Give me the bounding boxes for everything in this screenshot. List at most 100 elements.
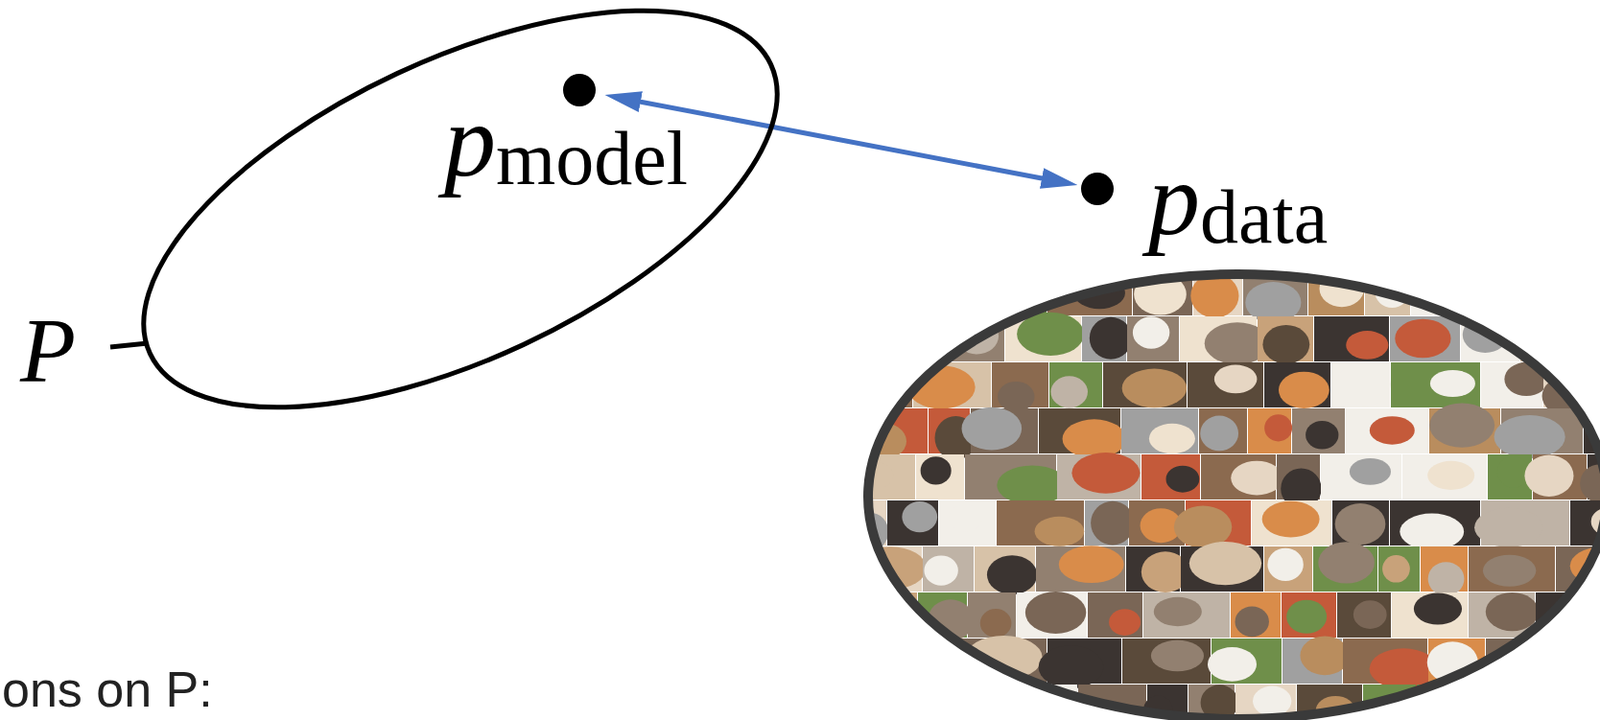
- photo-tile: [1230, 592, 1281, 638]
- photo-background: [1199, 408, 1248, 454]
- ellipse-shape: [87, 0, 835, 490]
- cat-shape: [1286, 600, 1327, 635]
- cat-shape: [1200, 416, 1239, 452]
- photo-tile: [1122, 638, 1211, 684]
- photo-tile: [1126, 546, 1190, 593]
- photo-tile: [1103, 362, 1187, 408]
- photo-tile: [1337, 592, 1391, 638]
- photo-background: [920, 684, 995, 720]
- cat-shape: [1335, 503, 1387, 545]
- cat-shape: [1428, 562, 1465, 596]
- cat-shape: [1108, 609, 1141, 636]
- photo-background: [1049, 362, 1103, 408]
- photo-background: [1542, 684, 1587, 720]
- cat-shape: [1369, 416, 1415, 446]
- photo-background: [900, 638, 959, 684]
- cat-shape: [1035, 517, 1085, 547]
- photo-tile: [1542, 684, 1590, 720]
- photo-tile: [842, 316, 908, 369]
- photo-tile: [1313, 541, 1378, 592]
- cat-shape: [1252, 686, 1292, 718]
- photo-background: [1187, 362, 1264, 408]
- photo-background: [1520, 316, 1600, 362]
- photo-tile: [996, 500, 1084, 547]
- photo-tile: [1084, 500, 1135, 546]
- photo-tile: [1199, 408, 1248, 454]
- point-label: pdata: [1148, 141, 1328, 275]
- photo-tile: [1049, 362, 1103, 408]
- cat-shape: [912, 645, 955, 681]
- photo-tile: [1342, 638, 1438, 690]
- photo-background: [1587, 684, 1600, 720]
- photo-tile: [1179, 316, 1271, 365]
- distribution-point: pmodel: [563, 73, 596, 107]
- photo-tile: [1473, 270, 1521, 316]
- photo-tile: [1331, 362, 1391, 408]
- photo-background: [852, 270, 909, 316]
- photo-tile: [1200, 454, 1283, 500]
- photo-background: [1035, 546, 1126, 592]
- cat-shape: [1190, 274, 1239, 319]
- cat-shape: [1497, 456, 1530, 489]
- photo-background: [1378, 546, 1420, 592]
- photo-tile: [1420, 546, 1468, 596]
- photo-tile: [1332, 500, 1389, 546]
- cat-shape: [1579, 464, 1600, 503]
- photo-tile: [1247, 408, 1293, 454]
- cat-shape: [1025, 591, 1086, 635]
- cat-shape: [920, 456, 952, 485]
- cat-shape: [1427, 461, 1475, 491]
- cat-shape: [948, 504, 982, 532]
- cat-shape: [1485, 592, 1539, 632]
- cat-shape: [1090, 501, 1135, 546]
- photo-background: [922, 546, 974, 592]
- photo-tile: [1389, 316, 1460, 362]
- photo-tile: [1521, 270, 1573, 322]
- photo-tile: [1579, 454, 1600, 503]
- photo-tile: [991, 362, 1049, 412]
- cat-shape: [1430, 370, 1476, 398]
- photo-tile: [909, 270, 998, 316]
- photo-tile: [1494, 408, 1583, 459]
- cat-shape: [1089, 317, 1132, 360]
- photo-tile: [1087, 592, 1143, 638]
- point-label: pmodel: [444, 83, 688, 216]
- cat-shape: [1278, 372, 1330, 409]
- photo-background: [1143, 592, 1230, 638]
- photo-background: [1391, 592, 1468, 638]
- photo-tile: [1143, 592, 1230, 638]
- photo-tile: [1057, 452, 1141, 500]
- photo-tile: [967, 592, 1016, 638]
- cat-photo-mosaic: [838, 270, 1600, 720]
- cat-shape: [1394, 319, 1451, 358]
- photo-tile: [1345, 408, 1429, 454]
- photo-background: [848, 454, 916, 500]
- photo-background: [1016, 592, 1087, 638]
- photo-background: [1332, 500, 1389, 546]
- cat-shape: [1413, 592, 1462, 625]
- photo-tile: [1187, 362, 1264, 408]
- cat-shape: [1494, 415, 1566, 459]
- photo-tile: [1532, 638, 1600, 684]
- photo-tile: [852, 270, 909, 316]
- cat-shape: [1264, 414, 1293, 442]
- photo-background: [1389, 316, 1460, 362]
- cat-shape: [1419, 271, 1459, 303]
- photo-background: [1521, 270, 1573, 316]
- cat-shape: [1062, 419, 1127, 459]
- cat-shape: [1482, 555, 1536, 588]
- photo-background: [967, 592, 1016, 638]
- cat-shape: [1207, 647, 1257, 683]
- cat-shape: [1349, 458, 1391, 486]
- family-label: P: [20, 305, 76, 398]
- photo-tile: [1016, 591, 1087, 638]
- photo-background: [1103, 362, 1187, 408]
- photo-tile: [964, 454, 1068, 506]
- photo-background: [1320, 454, 1402, 500]
- photo-background: [1402, 454, 1487, 500]
- cat-shape: [1071, 452, 1140, 495]
- photo-tile: [974, 546, 1037, 595]
- photo-background: [1390, 362, 1481, 408]
- photo-background: [916, 454, 965, 500]
